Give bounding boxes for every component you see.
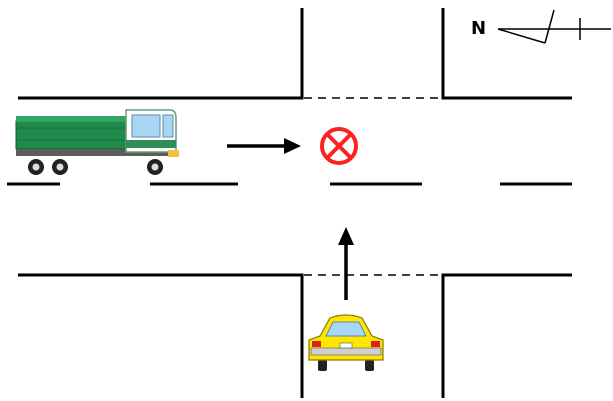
truck-icon: [15, 109, 179, 175]
intersection-boundaries: [304, 97, 441, 276]
arrow-up-icon: [338, 227, 354, 300]
north-arrow-icon: N: [471, 9, 611, 44]
compass-north-label: N: [471, 18, 486, 39]
road-edge-south-east: [441, 273, 572, 398]
car-icon: [308, 314, 384, 371]
collision-x-icon: [320, 127, 358, 165]
road-edge-south-west: [18, 273, 304, 398]
road-edges: [18, 8, 572, 398]
road-edge-north-west: [18, 8, 304, 100]
road-edge-north-east: [441, 8, 572, 100]
arrow-right-icon: [227, 138, 301, 154]
